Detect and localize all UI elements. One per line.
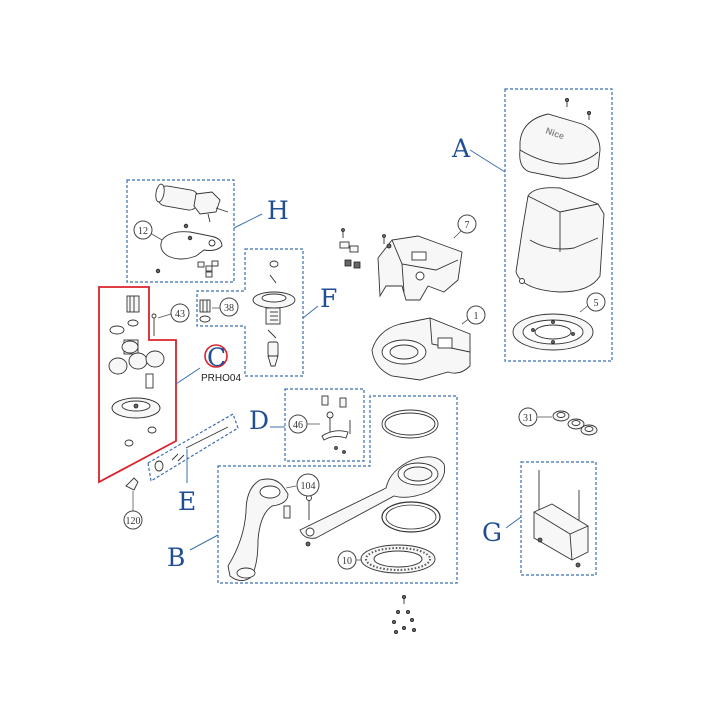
group-b-leader	[189, 534, 219, 551]
pin-43	[151, 313, 157, 336]
loose-screws	[391, 595, 416, 635]
release-key-120	[125, 477, 139, 491]
frame-screws	[339, 228, 386, 269]
pinion-38	[199, 299, 211, 323]
callout-circle-104	[296, 473, 320, 497]
limit-cam	[321, 395, 351, 454]
electric-motor	[155, 183, 229, 223]
mounting-bracket	[533, 470, 589, 568]
callout-circle-10	[337, 550, 357, 570]
group-c-letter: C	[207, 343, 226, 372]
group-a-box	[504, 88, 613, 362]
caps-31	[552, 410, 598, 436]
base-plate	[512, 313, 594, 351]
ref-code: PRHO04	[201, 373, 241, 384]
callout-1: 1	[474, 311, 479, 322]
callout-5: 5	[594, 298, 599, 309]
group-c-ring	[204, 344, 228, 368]
callout-circle-120	[123, 510, 143, 530]
encoder-disc	[360, 544, 436, 574]
group-e-letter: E	[178, 487, 196, 516]
group-a-letter: A	[451, 134, 471, 163]
callout-circle-12	[133, 220, 153, 240]
gear-kit	[108, 295, 165, 447]
group-h-letter: H	[267, 196, 289, 225]
group-e-box	[147, 413, 239, 482]
callout-31: 31	[523, 413, 533, 424]
callout-circle-31	[518, 407, 538, 427]
group-a-leader	[469, 149, 506, 173]
group-c-box	[98, 286, 177, 484]
group-g-letter: G	[482, 518, 502, 547]
motor-screws	[155, 223, 219, 278]
group-d-box	[284, 388, 365, 462]
group-g-box	[520, 461, 597, 576]
callout-circle-1	[466, 305, 486, 325]
callout-circle-38	[219, 297, 239, 317]
callout-7: 7	[465, 220, 470, 231]
release-shaft	[154, 426, 229, 472]
callout-circle-43	[170, 303, 190, 323]
arm-ring-lower	[381, 501, 441, 533]
callout-38: 38	[224, 303, 234, 314]
cover-screws	[565, 98, 592, 120]
gear-shaft	[252, 260, 296, 367]
main-arm	[299, 456, 446, 547]
group-g-leader	[505, 516, 522, 529]
elbow-arm	[227, 478, 289, 581]
housing	[515, 187, 605, 293]
group-b-letter: B	[167, 543, 185, 572]
group-f-leader	[302, 305, 319, 319]
callout-circle-7	[457, 214, 477, 234]
motor-gasket	[160, 231, 223, 260]
group-h-leader	[233, 213, 263, 229]
callout-12: 12	[138, 226, 148, 237]
callout-46: 46	[293, 420, 303, 431]
group-b-box	[217, 395, 458, 584]
callout-104: 104	[301, 481, 316, 492]
motor-frame	[377, 235, 463, 301]
group-d-letter: D	[249, 406, 269, 435]
group-f-box	[196, 248, 304, 377]
gear-ring	[381, 409, 439, 439]
group-f-letter: F	[320, 284, 337, 313]
top-cover: Nice	[519, 113, 601, 179]
callout-circle-5	[586, 292, 606, 312]
arm-pins	[283, 495, 312, 520]
callout-43: 43	[175, 309, 185, 320]
group-h-box	[126, 179, 235, 283]
gearbox-base	[371, 317, 471, 381]
group-c-leader	[175, 367, 201, 385]
callout-120: 120	[126, 516, 141, 527]
callout-10: 10	[342, 556, 352, 567]
